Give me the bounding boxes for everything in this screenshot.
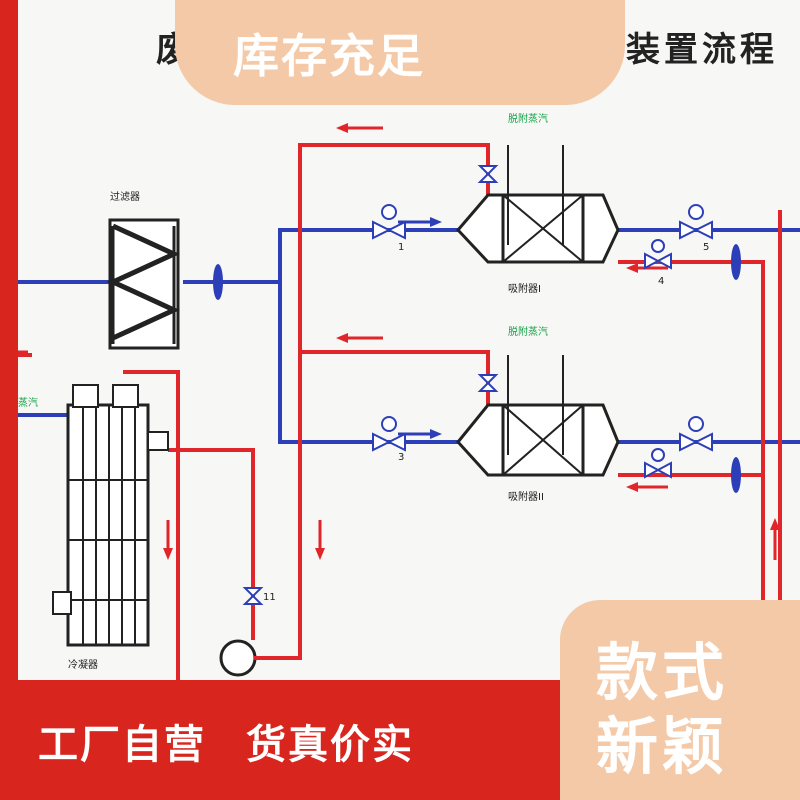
stock-badge-text: 库存充足 bbox=[233, 28, 425, 83]
label-desorb-gas-2: 脱附蒸汽 bbox=[508, 325, 548, 338]
adsorber-2 bbox=[456, 355, 620, 477]
flange-r1 bbox=[731, 244, 741, 280]
adsorber-1 bbox=[455, 145, 620, 264]
valves bbox=[242, 165, 713, 605]
label-valve-4: 4 bbox=[658, 276, 664, 287]
slogan-factory: 工厂自营 bbox=[38, 722, 206, 768]
label-steam: 蒸汽 bbox=[18, 396, 38, 409]
flow-arrows bbox=[18, 123, 780, 560]
corner-badge-text: 款式 新颖 bbox=[596, 636, 766, 784]
pump bbox=[219, 639, 300, 677]
label-valve-3: 3 bbox=[398, 452, 404, 463]
label-valve-5: 5 bbox=[703, 242, 709, 253]
label-desorb-gas-1: 脱附蒸汽 bbox=[508, 112, 548, 125]
diagram-title-right: 装置流程 bbox=[626, 30, 778, 70]
diagram-labels: 过滤器 吸附器I 吸附器II 脱附蒸汽 脱附蒸汽 蒸汽 冷凝器 11 1 3 5… bbox=[18, 112, 709, 671]
bottom-slogan: 工厂自营货真价实 bbox=[38, 712, 414, 770]
slogan-genuine: 货真价实 bbox=[246, 722, 414, 768]
label-valve-1: 1 bbox=[398, 242, 404, 253]
corner-line-1: 款式 bbox=[596, 636, 729, 709]
flange-left bbox=[213, 264, 223, 300]
label-adsorber-2: 吸附器II bbox=[508, 490, 544, 503]
label-filter: 过滤器 bbox=[110, 190, 140, 203]
corner-badge: 款式 新颖 bbox=[560, 600, 800, 800]
process-flow-diagram: 过滤器 吸附器I 吸附器II 脱附蒸汽 脱附蒸汽 蒸汽 冷凝器 11 1 3 5… bbox=[18, 0, 800, 680]
label-valve-11: 11 bbox=[263, 592, 276, 603]
stock-badge: 库存充足 bbox=[175, 0, 625, 105]
label-condenser: 冷凝器 bbox=[68, 658, 98, 671]
filter-unit bbox=[107, 218, 180, 350]
flange-r2 bbox=[731, 457, 741, 493]
condenser-unit bbox=[52, 384, 169, 647]
label-adsorber-1: 吸附器I bbox=[508, 282, 541, 295]
corner-line-2: 新颖 bbox=[596, 710, 729, 783]
